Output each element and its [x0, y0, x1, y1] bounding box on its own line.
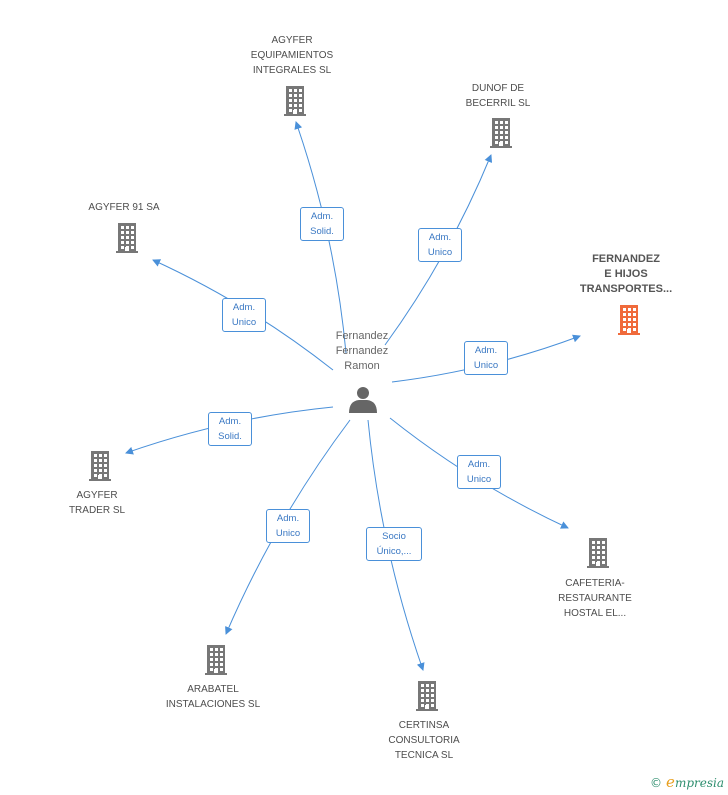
building-icon-3[interactable]: [618, 305, 640, 335]
building-icon-1[interactable]: [490, 118, 512, 148]
company-label-5[interactable]: CAFETERIA- RESTAURANTE HOSTAL EL...: [558, 578, 632, 619]
building-icon-6[interactable]: [205, 645, 227, 675]
building-icon-7[interactable]: [416, 681, 438, 711]
company-label-7[interactable]: CERTINSA CONSULTORIA TECNICA SL: [388, 720, 460, 761]
person-icon[interactable]: [349, 387, 377, 413]
center-person-label[interactable]: Fernandez Fernandez Ramon: [335, 330, 389, 372]
edge-label-2[interactable]: Adm. Unico: [222, 298, 266, 332]
brand-initial: e: [666, 773, 675, 791]
building-icon-5[interactable]: [587, 538, 609, 568]
edge-label-6[interactable]: Adm. Unico: [266, 509, 310, 543]
edge-label-4[interactable]: Adm. Solid.: [208, 412, 252, 446]
company-label-4[interactable]: AGYFER TRADER SL: [68, 490, 126, 516]
edge-label-0[interactable]: Adm. Solid.: [300, 207, 344, 241]
edge-label-7[interactable]: Socio Único,...: [366, 527, 422, 561]
building-icon-0[interactable]: [284, 86, 306, 116]
company-label-1[interactable]: DUNOF DE BECERRIL SL: [465, 83, 531, 109]
edge-label-1[interactable]: Adm. Unico: [418, 228, 462, 262]
empresia-watermark: ©empresia: [650, 773, 724, 791]
brand-name: mpresia: [674, 776, 724, 790]
building-icon-2[interactable]: [116, 223, 138, 253]
edge-label-5[interactable]: Adm. Unico: [457, 455, 501, 489]
company-label-0[interactable]: AGYFER EQUIPAMIENTOS INTEGRALES SL: [250, 35, 334, 76]
company-label-2[interactable]: AGYFER 91 SA: [88, 202, 160, 213]
copyright-symbol: ©: [650, 776, 663, 790]
company-label-6[interactable]: ARABATEL INSTALACIONES SL: [165, 684, 261, 710]
edge-label-3[interactable]: Adm. Unico: [464, 341, 508, 375]
company-label-3[interactable]: FERNANDEZ E HIJOS TRANSPORTES...: [579, 253, 673, 295]
building-icon-4[interactable]: [89, 451, 111, 481]
